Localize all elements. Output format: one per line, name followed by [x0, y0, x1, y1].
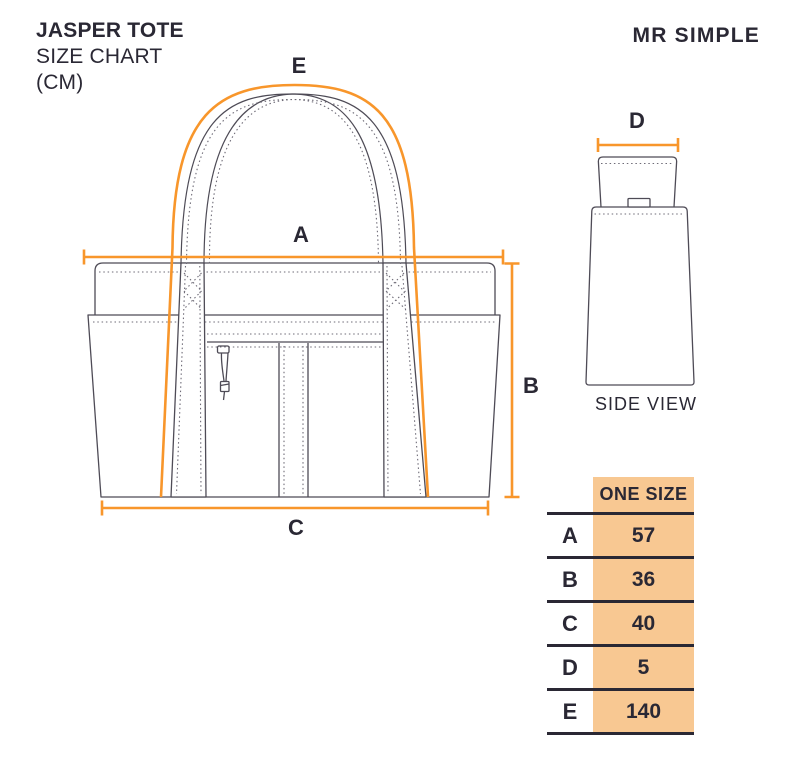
size-table-corner-cell — [547, 477, 593, 512]
dim-label-b: B — [523, 373, 539, 398]
row-label: B — [562, 566, 578, 592]
zipper-pull-drawing — [216, 345, 230, 401]
product-name: JASPER TOTE — [36, 19, 184, 42]
dim-label-d: D — [629, 108, 645, 133]
table-row: B 36 — [547, 559, 694, 603]
tote-front-view-drawing — [82, 83, 520, 516]
row-value: 40 — [631, 611, 656, 635]
table-row: A 57 — [547, 515, 694, 559]
dimension-lines — [82, 83, 520, 516]
table-row: E 140 — [547, 691, 694, 735]
row-label: A — [562, 522, 578, 548]
row-label: E — [562, 698, 578, 724]
size-table: ONE SIZE A 57 B 36 C 40 D 5 E 140 — [547, 477, 694, 735]
size-table-highlight-column — [593, 477, 694, 735]
page-title: JASPER TOTE SIZE CHART (CM) — [36, 18, 184, 96]
dim-label-c: C — [288, 515, 304, 540]
size-table-header-row: ONE SIZE — [547, 477, 694, 515]
brand-logo: MR SIMPLE — [632, 24, 760, 47]
table-row: C 40 — [547, 603, 694, 647]
row-value: 36 — [631, 567, 656, 591]
dim-label-a: A — [293, 222, 309, 247]
row-value: 140 — [625, 699, 662, 723]
side-view-caption: SIDE VIEW — [594, 394, 698, 414]
chart-subtitle: SIZE CHART — [36, 45, 163, 68]
row-value: 5 — [637, 655, 650, 679]
units-label: (CM) — [36, 71, 84, 94]
table-row: D 5 — [547, 647, 694, 691]
row-label: D — [562, 654, 578, 680]
tote-side-view-drawing — [585, 138, 695, 386]
dim-label-e: E — [291, 53, 307, 78]
row-label: C — [562, 610, 578, 636]
row-value: 57 — [631, 523, 656, 547]
size-table-header-cell: ONE SIZE — [599, 484, 688, 504]
